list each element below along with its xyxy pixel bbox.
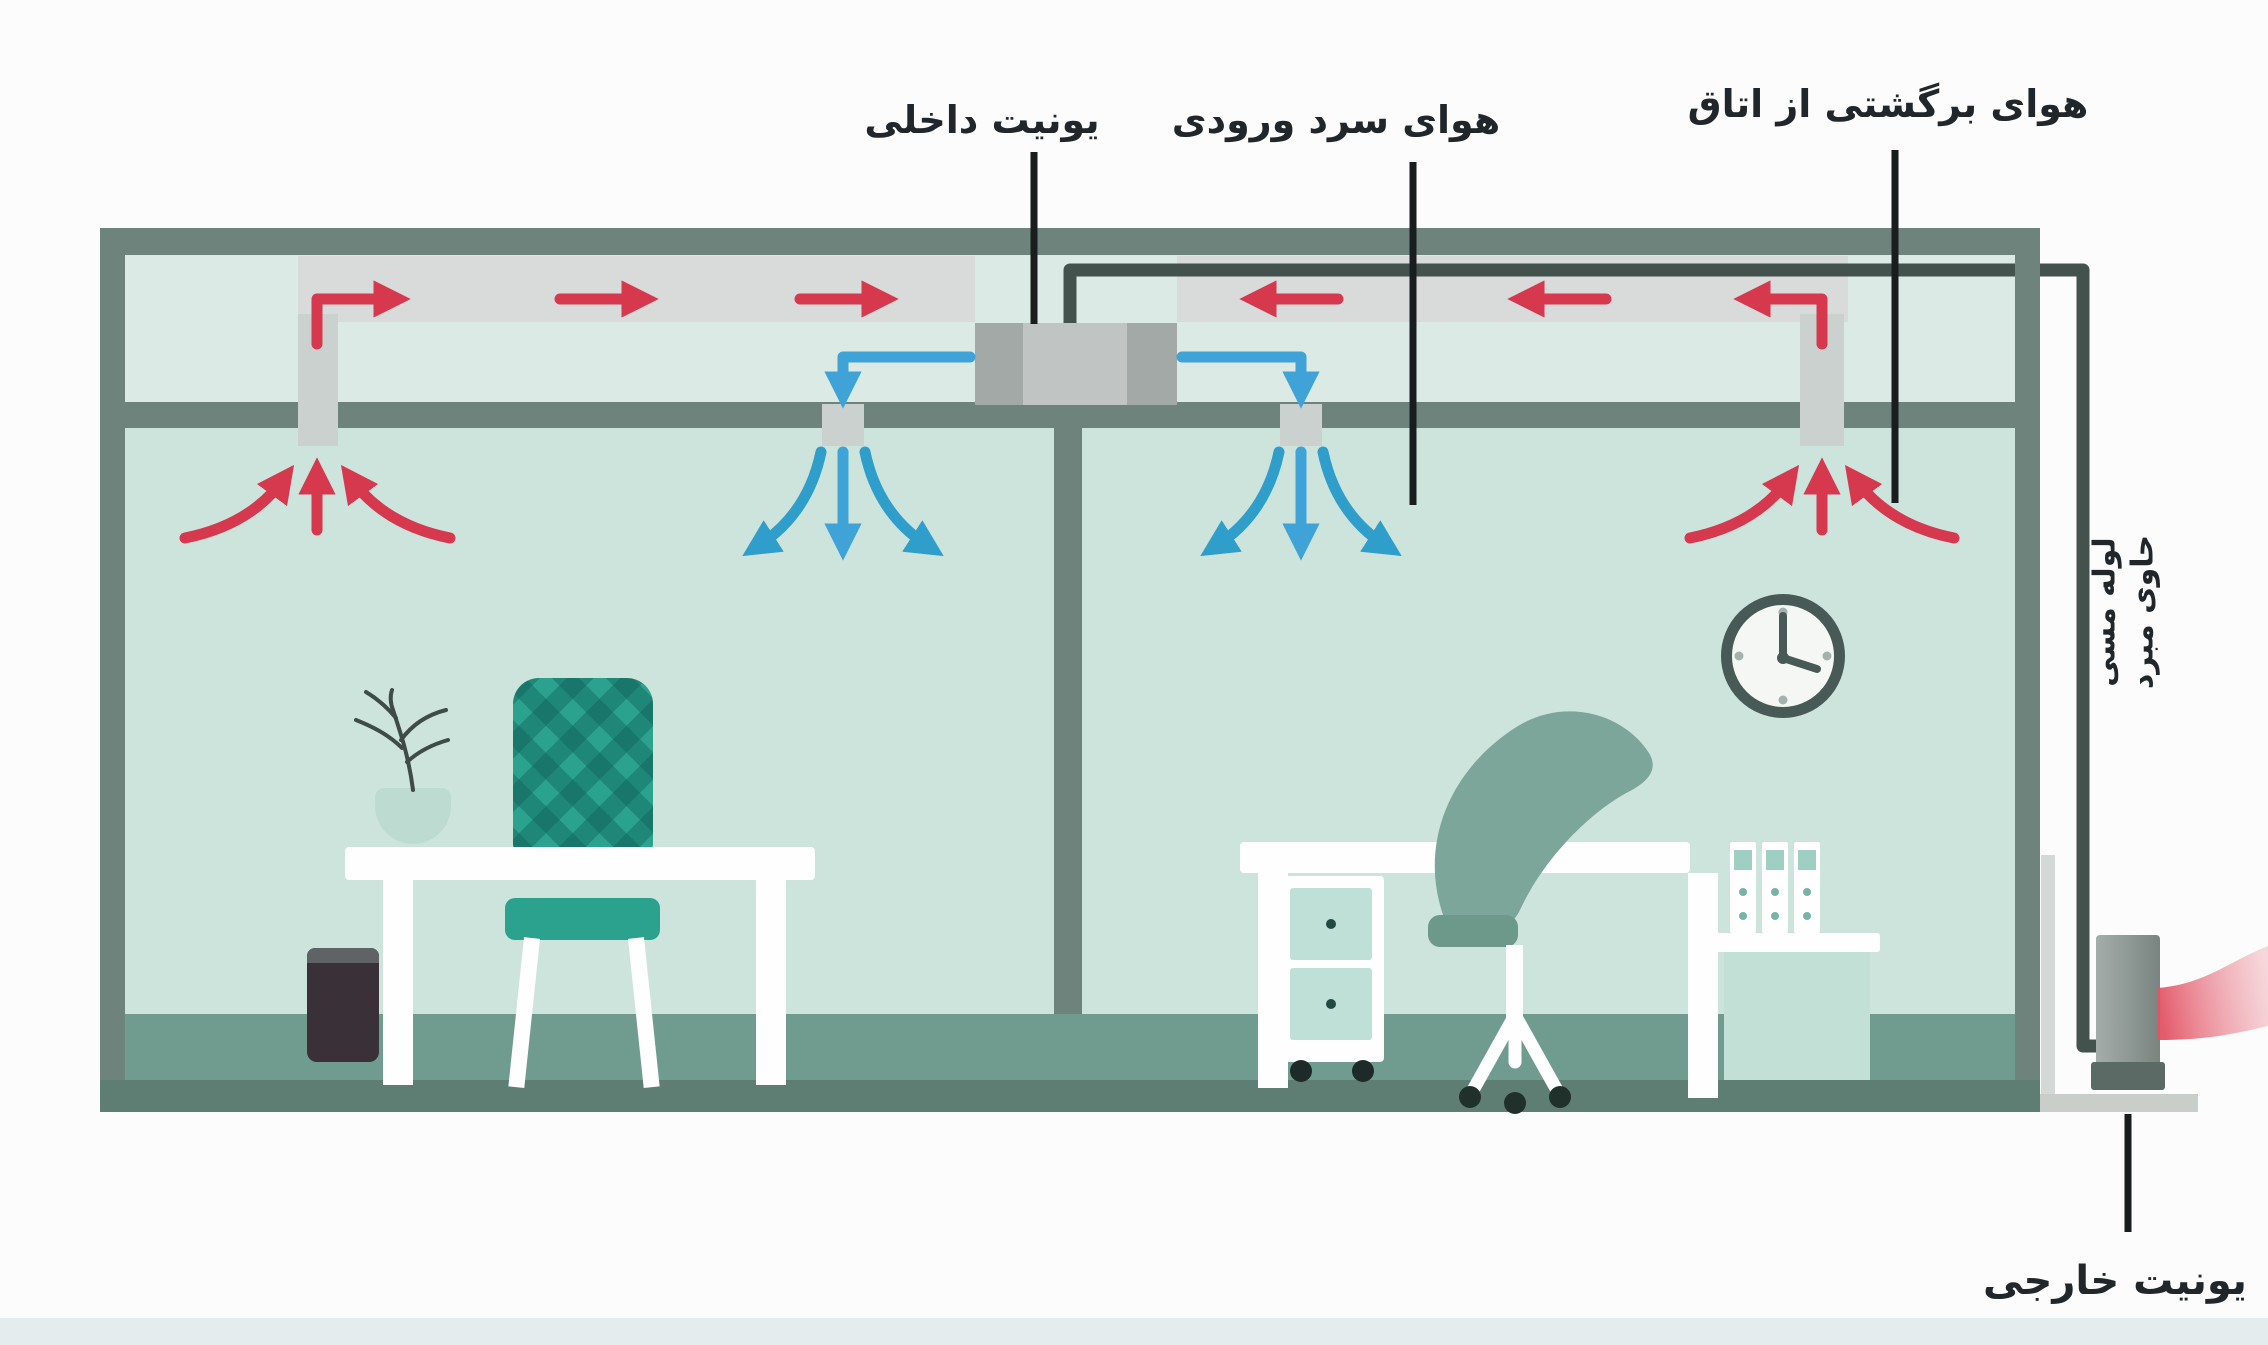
label-indoor-unit: یونیت داخلی — [864, 98, 1099, 142]
argyle-chair-seat — [505, 898, 660, 940]
partition-wall — [1054, 428, 1082, 1020]
return-vent-right — [1800, 314, 1844, 446]
binder-label — [1734, 850, 1752, 870]
label-return-air: هوای برگشتی از اتاق — [1688, 82, 2089, 126]
binder-ring — [1739, 888, 1747, 896]
desk-left-top — [345, 847, 815, 880]
ceiling-beam — [125, 402, 2015, 428]
sideboard-body — [1724, 952, 1870, 1080]
binder-ring — [1739, 912, 1747, 920]
label-outdoor-unit-text: یونیت خارجی — [1983, 1258, 2247, 1304]
indoor-unit-left-flange — [975, 323, 1023, 405]
outdoor-unit — [2096, 935, 2160, 1078]
label-refrigerant-pipe: لوله مسی حاوی مبرد — [2087, 535, 2162, 689]
label-return-air-text: هوای برگشتی از اتاق — [1687, 82, 2089, 126]
desk-left-leg — [383, 880, 413, 1085]
wall-clock — [1721, 594, 1845, 718]
drawer-knob — [1326, 919, 1336, 929]
exterior-conduit — [2041, 855, 2055, 1095]
drawer-wheel — [1290, 1060, 1312, 1082]
label-outdoor-unit: یونیت خارجی — [1983, 1258, 2247, 1304]
supply-vent-left — [822, 404, 864, 446]
indoor-unit-right-flange — [1127, 323, 1177, 405]
trash-can-rim — [307, 948, 379, 963]
ground-strip — [0, 1318, 2268, 1345]
binder-ring — [1771, 912, 1779, 920]
binder-label — [1798, 850, 1816, 870]
heat-exhaust-swoosh — [2158, 946, 2268, 1040]
indoor-unit-body — [1023, 323, 1127, 405]
return-vent-left — [298, 314, 338, 446]
desk-right-leg — [1688, 873, 1718, 1098]
drawer-knob — [1326, 999, 1336, 1009]
trash-can — [307, 948, 379, 1062]
label-indoor-unit-text: یونیت داخلی — [864, 98, 1100, 142]
label-pipe-line1: لوله مسی — [2087, 537, 2123, 687]
outdoor-base-ledge — [2040, 1094, 2198, 1112]
binder-ring — [1771, 888, 1779, 896]
wall-top — [100, 228, 2040, 255]
label-pipe-line2: حاوی مبرد — [2125, 534, 2160, 690]
argyle-chair-back — [513, 678, 653, 854]
supply-return-duct-left — [298, 256, 975, 322]
binder-ring — [1803, 888, 1811, 896]
label-cold-supply-air: هوای سرد ورودی — [1172, 98, 1500, 142]
outdoor-unit-base — [2091, 1062, 2165, 1090]
binder-label — [1766, 850, 1784, 870]
binder-ring — [1803, 912, 1811, 920]
wall-left — [100, 228, 125, 1112]
desk-left-leg — [756, 880, 786, 1085]
supply-return-duct-right — [1177, 256, 1848, 322]
desk-right-top — [1240, 842, 1690, 873]
label-cold-supply-air-text: هوای سرد ورودی — [1171, 98, 1501, 142]
supply-vent-right — [1280, 404, 1322, 446]
sideboard-top — [1714, 933, 1880, 952]
drawer-wheel — [1352, 1060, 1374, 1082]
wall-right — [2015, 228, 2040, 1112]
